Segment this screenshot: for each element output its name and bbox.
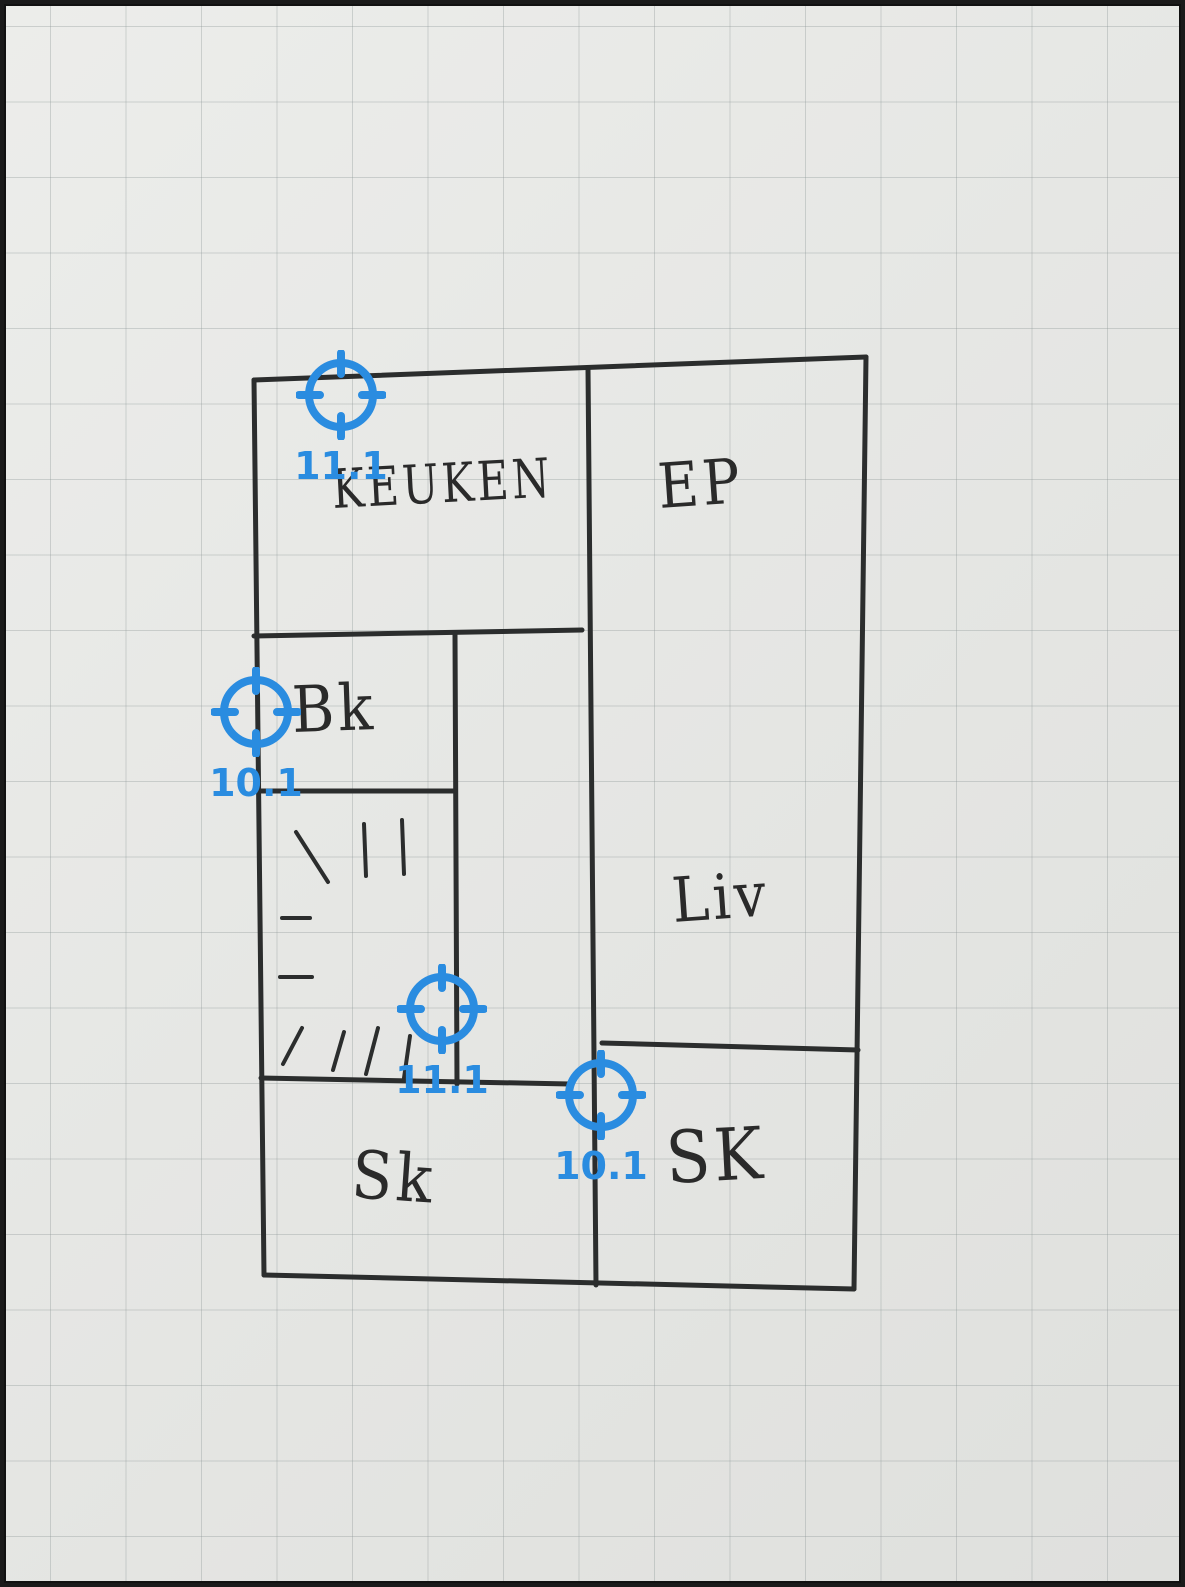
crosshair-marker[interactable] <box>397 964 487 1054</box>
room-label-liv: Liv <box>669 857 772 937</box>
room-label-bk: Bk <box>290 671 378 748</box>
wall-right-lower-horizontal <box>599 1040 861 1053</box>
room-label-sk-left: Sk <box>349 1136 439 1219</box>
crosshair-marker[interactable] <box>556 1050 646 1140</box>
marker-value-label: 11.1 <box>395 1058 489 1102</box>
canvas-area[interactable]: KEUKEN EP Bk Liv Sk SK 11.1 10.1 <box>4 4 1181 1583</box>
marker-value-label: 10.1 <box>209 761 303 805</box>
crosshair-marker[interactable] <box>296 350 386 440</box>
marker-value-label: 10.1 <box>554 1144 648 1188</box>
wall-outer-bottom <box>261 1272 857 1292</box>
marker-value-label: 11.1 <box>294 444 388 488</box>
wall-outer-right <box>851 354 869 1292</box>
wall-hall-vertical <box>452 631 460 1087</box>
floor-plan-drawing <box>251 354 869 1292</box>
wall-outer-top <box>251 354 869 383</box>
room-label-ep: EP <box>655 444 746 523</box>
room-label-sk-right: SK <box>663 1110 769 1200</box>
crosshair-icon <box>211 667 301 757</box>
wall-center-vertical <box>585 365 599 1288</box>
wall-kitchen-bottom <box>251 627 585 639</box>
crosshair-marker[interactable] <box>211 667 301 757</box>
crosshair-icon <box>556 1050 646 1140</box>
wall-lower-horizontal <box>258 1075 573 1087</box>
floor-plan-walls <box>251 354 869 1292</box>
crosshair-icon <box>296 350 386 440</box>
stair-marks <box>278 818 412 1080</box>
wall-outer-left <box>251 377 267 1278</box>
crosshair-icon <box>397 964 487 1054</box>
